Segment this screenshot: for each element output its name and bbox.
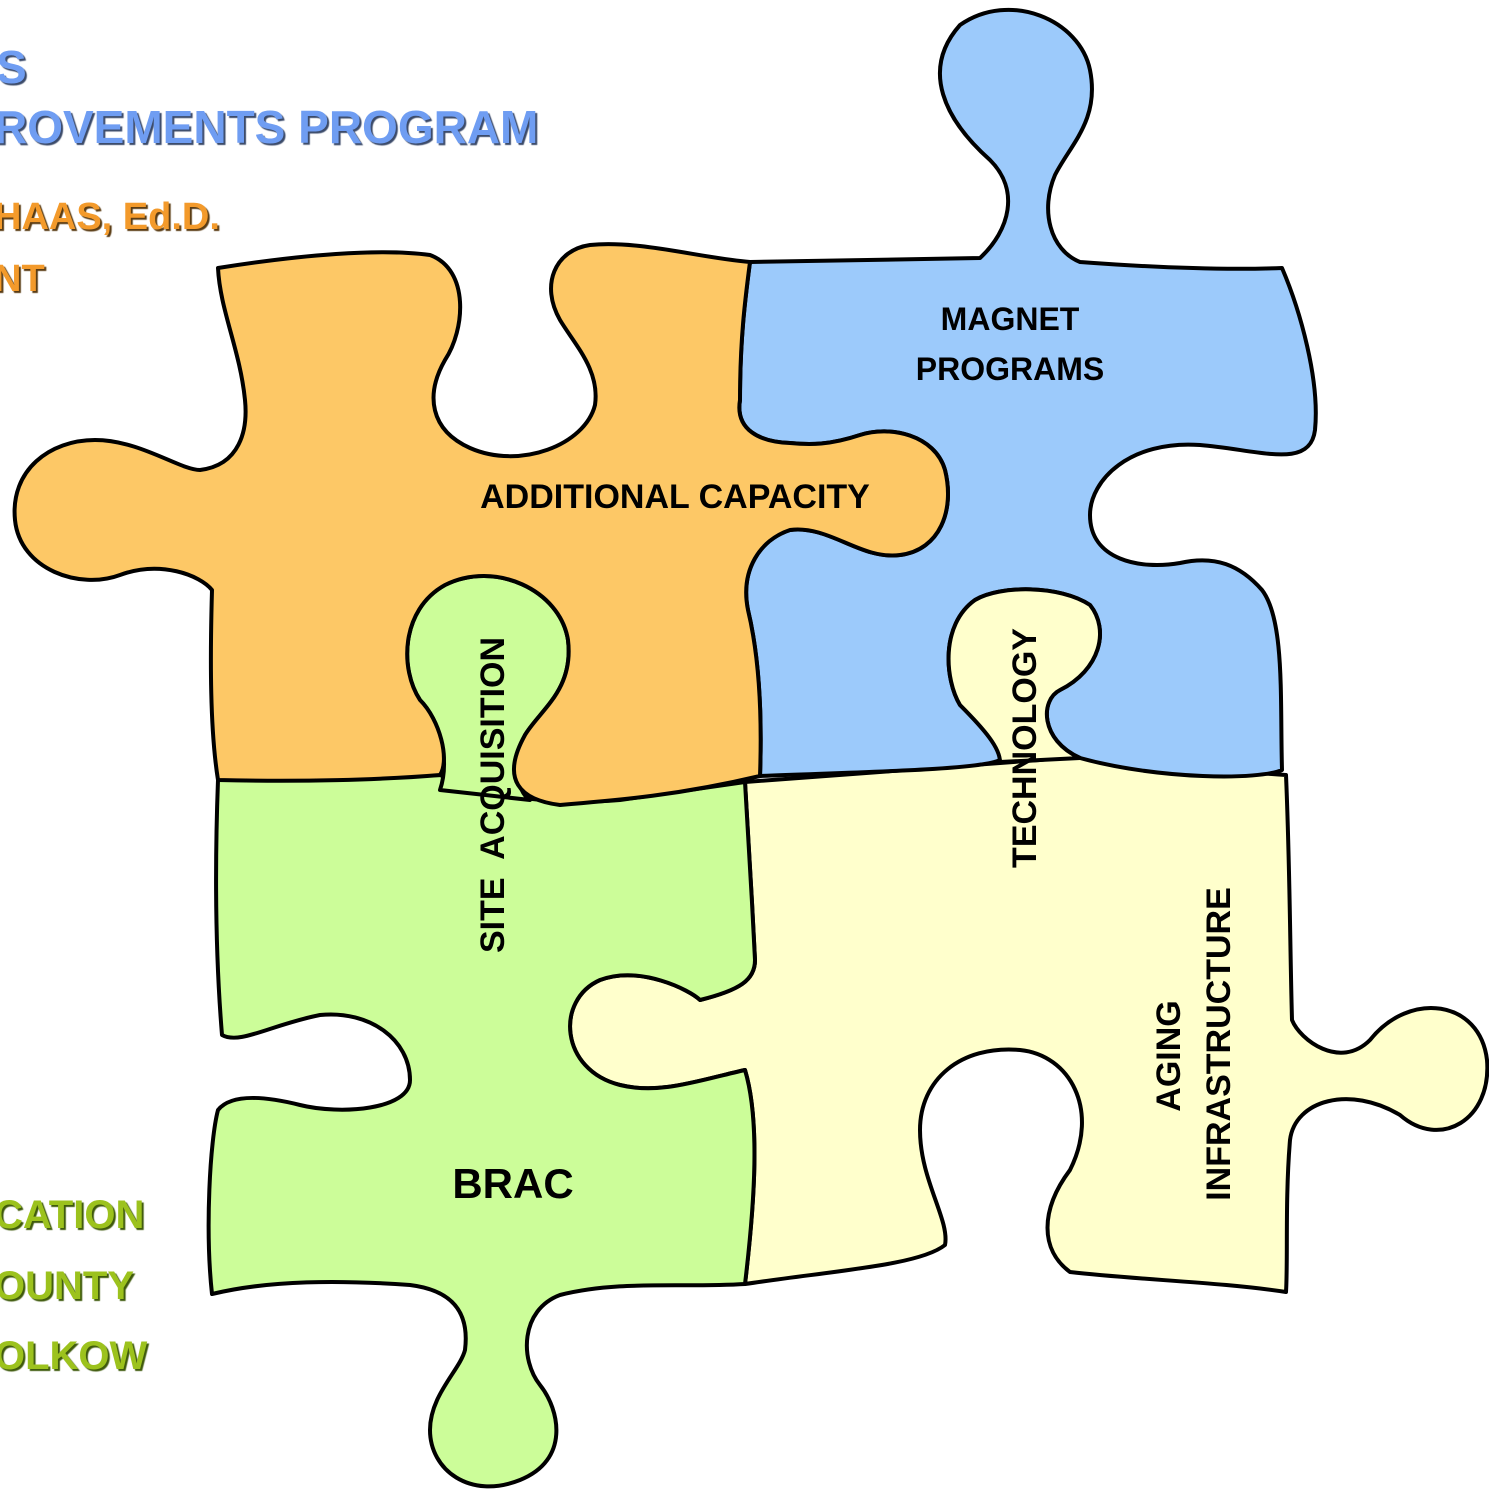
org-line-3: OLKOW	[0, 1334, 148, 1378]
presenter-name: HAAS, Ed.D.	[0, 196, 220, 238]
tab-technology	[946, 587, 1102, 764]
title-line-1: S	[0, 41, 27, 93]
label-additional-capacity: ADDITIONAL CAPACITY	[480, 478, 870, 516]
presenter-title: NT	[0, 258, 45, 300]
label-aging: AGING	[1150, 1000, 1188, 1111]
piece-additional-capacity	[12, 242, 950, 807]
org-line-1: CATION	[0, 1193, 145, 1237]
label-brac: BRAC	[452, 1160, 573, 1207]
piece-brac	[206, 773, 757, 1489]
label-magnet-programs-1: MAGNET	[941, 301, 1080, 337]
label-technology: TECHNOLOGY	[1006, 628, 1044, 868]
label-magnet-programs-2: PROGRAMS	[916, 351, 1104, 387]
label-infrastructure: INFRASTRUCTURE	[1200, 887, 1238, 1201]
label-site-acquisition: SITE ACQUISITION	[474, 637, 512, 953]
title-line-2: ROVEMENTS PROGRAM	[0, 101, 539, 153]
org-line-2: OUNTY	[0, 1264, 134, 1308]
